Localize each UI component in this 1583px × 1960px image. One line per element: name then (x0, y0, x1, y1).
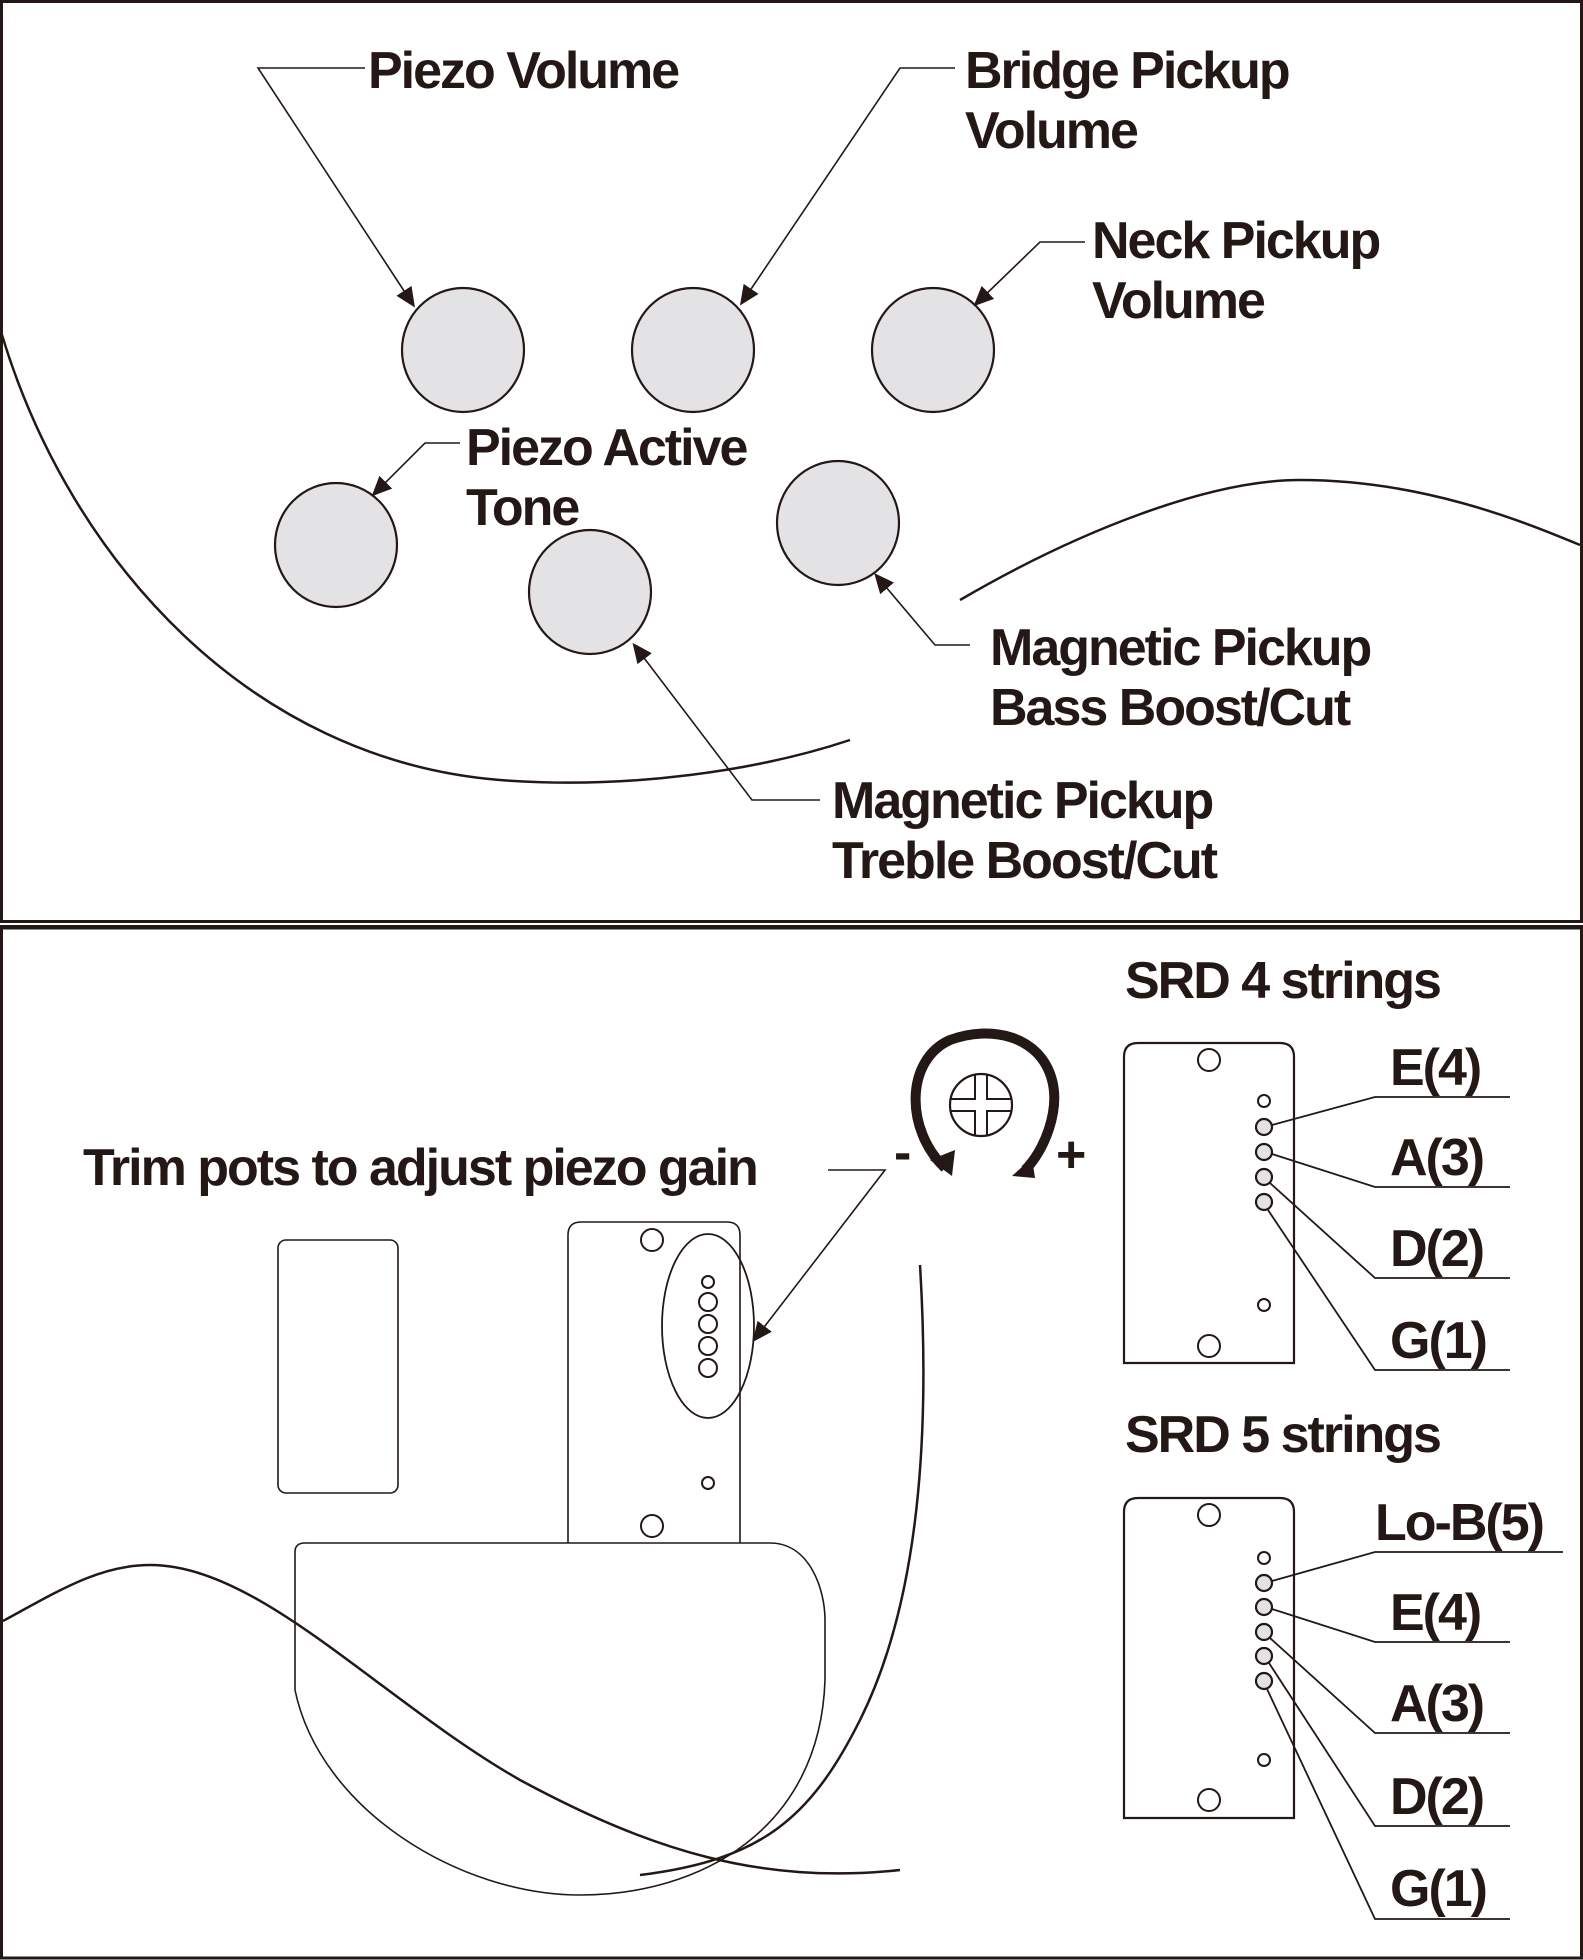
leader-piezo-volume (256, 67, 415, 308)
label-piezo-volume: Piezo Volume (368, 42, 679, 100)
mount-hole (1197, 1788, 1221, 1812)
trim-pot[interactable] (698, 1336, 718, 1356)
srd5-string-label: G(1) (1390, 1860, 1486, 1918)
arrow-minus-icon (930, 1150, 955, 1176)
srd5-leader-d2 (1268, 1662, 1510, 1827)
phillips-cross-icon (951, 1075, 1011, 1135)
srd4-string-label: A(3) (1390, 1129, 1483, 1187)
small-hole (1257, 1094, 1271, 1108)
trim-pot-d2[interactable] (1254, 1167, 1274, 1187)
trim-pot-e4[interactable] (1254, 1117, 1274, 1137)
label-trim-pots: Trim pots to adjust piezo gain (83, 1139, 757, 1197)
label-piezo-active-tone: Piezo Active Tone (466, 419, 759, 537)
screw-head-icon (948, 1072, 1014, 1138)
srd4-leader-e4 (1271, 1096, 1510, 1126)
body-outline-right-arc (639, 1264, 925, 1877)
srd5-leader-lo-b5 (1271, 1551, 1563, 1582)
label-magnetic-pickup-treble: Magnetic Pickup Treble Boost/Cut (832, 772, 1225, 890)
screw-rotation-icon (910, 1028, 1060, 1178)
leader-magnetic-pickup-treble (632, 642, 820, 801)
leader-bridge-pickup-volume (739, 67, 955, 306)
trim-pot-lo-b5[interactable] (1254, 1573, 1274, 1593)
label-bridge-pickup-volume: Bridge Pickup Volume (965, 42, 1301, 160)
srd5-plate (1122, 1496, 1296, 1820)
bottom-panel-frame (0, 926, 1583, 1960)
trim-pot[interactable] (698, 1358, 718, 1378)
small-hole (701, 1476, 715, 1490)
label-magnetic-pickup-bass: Magnetic Pickup Bass Boost/Cut (990, 619, 1383, 737)
knob-magnetic-pickup-treble[interactable] (527, 528, 653, 656)
srd5-string-label: Lo-B(5) (1375, 1494, 1543, 1552)
srd4-plate (1122, 1041, 1296, 1365)
top-panel-frame (0, 0, 1583, 923)
body-outline-right-curve (959, 478, 1581, 602)
srd4-string-label: D(2) (1390, 1220, 1483, 1278)
srd4-leader-g1 (1267, 1209, 1510, 1371)
srd4-string-label: E(4) (1390, 1039, 1480, 1097)
srd5-diagram: SRD 5 strings Lo-B(5) E(4) A(3) D(2) G(1… (1122, 1406, 1563, 1920)
trim-pot-e4[interactable] (1254, 1597, 1274, 1617)
mount-hole (640, 1514, 664, 1538)
leader-trim-pots (752, 1169, 887, 1343)
knob-piezo-active-tone[interactable] (273, 481, 399, 609)
trim-pot-g1[interactable] (1254, 1192, 1274, 1212)
mount-hole (1197, 1334, 1221, 1358)
small-hole (1257, 1753, 1271, 1767)
trim-pot-d2[interactable] (1254, 1646, 1274, 1666)
body-outline-bottom-wave (2, 1563, 901, 1875)
small-hole (1257, 1551, 1271, 1565)
top-panel: Piezo Volume Bridge Pickup Volume Neck P… (0, 0, 1583, 923)
knob-neck-pickup-volume[interactable] (870, 286, 996, 414)
srd5-leader-e4 (1271, 1608, 1510, 1643)
leader-piezo-active-tone (371, 442, 460, 497)
srd5-leader-g1 (1266, 1688, 1510, 1920)
small-hole (1257, 1298, 1271, 1312)
rotation-arc-icon (910, 1028, 1060, 1174)
srd5-leader-a3 (1269, 1637, 1510, 1734)
srd5-title: SRD 5 strings (1125, 1406, 1440, 1464)
trim-pot-g1[interactable] (1254, 1671, 1274, 1691)
knob-bridge-pickup-volume[interactable] (630, 286, 756, 414)
mount-hole (1197, 1503, 1221, 1527)
label-neck-pickup-volume: Neck Pickup Volume (1092, 212, 1392, 330)
trim-pot-a3[interactable] (1254, 1622, 1274, 1642)
trim-pot[interactable] (698, 1292, 718, 1312)
mount-hole (1197, 1048, 1221, 1072)
leader-neck-pickup-volume (973, 241, 1085, 307)
arrow-plus-icon (1012, 1158, 1035, 1178)
plus-sign: + (1056, 1126, 1086, 1184)
bottom-panel: Trim pots to adjust piezo gain - + SRD 4… (0, 926, 1583, 1960)
srd5-string-label: D(2) (1390, 1768, 1483, 1826)
srd-plate-body (567, 1221, 741, 1543)
leader-magnetic-pickup-bass (874, 573, 970, 646)
knob-piezo-volume[interactable] (400, 286, 526, 414)
srd4-title: SRD 4 strings (1125, 952, 1440, 1010)
knob-magnetic-pickup-bass[interactable] (775, 459, 901, 587)
srd4-string-label: G(1) (1390, 1312, 1486, 1370)
body-outline-left-curve (0, 334, 851, 784)
minus-sign: - (894, 1124, 911, 1182)
srd4-diagram: SRD 4 strings E(4) A(3) D(2) G(1) (1122, 952, 1510, 1371)
neck-pickup-cavity (277, 1239, 399, 1494)
small-hole (701, 1275, 715, 1289)
srd4-leader-d2 (1269, 1182, 1510, 1279)
srd5-string-label: E(4) (1390, 1584, 1480, 1642)
bridge-base-plate (294, 1542, 826, 1896)
srd5-string-label: A(3) (1390, 1675, 1483, 1733)
srd4-leader-a3 (1271, 1153, 1510, 1188)
mount-hole (640, 1228, 664, 1252)
trim-pot[interactable] (698, 1314, 718, 1334)
trim-pot-a3[interactable] (1254, 1142, 1274, 1162)
